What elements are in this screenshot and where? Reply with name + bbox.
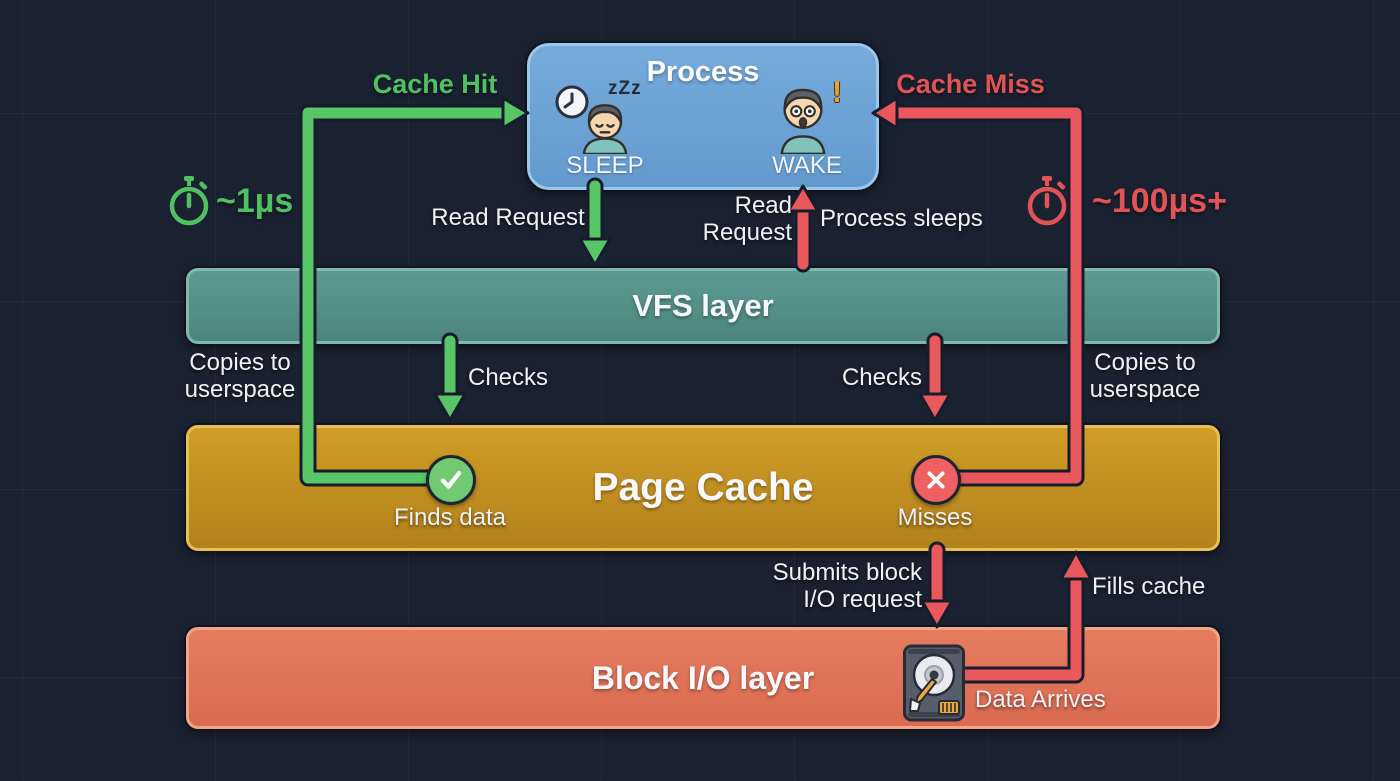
checks-miss-arrow: [918, 332, 952, 422]
hit-latency: ~1µs: [216, 182, 294, 220]
stopwatch-red-icon: [1027, 176, 1067, 226]
process-box: Process zZz SLEEP !: [527, 43, 879, 190]
clock-icon: [555, 85, 589, 119]
green-checks-arrowhead-icon: [433, 392, 467, 422]
checks-hit-label: Checks: [468, 364, 549, 391]
cache-miss-cross-icon: [911, 455, 961, 505]
wake-figure: ! WAKE: [752, 76, 862, 180]
checks-hit-arrow: [433, 332, 467, 422]
sleep-label: SLEEP: [566, 152, 644, 179]
misses-label: Misses: [897, 504, 973, 531]
red-checks-arrowhead-icon: [918, 392, 952, 422]
page-cache-bar: Page Cache: [186, 425, 1220, 551]
x-mark-icon: [927, 471, 945, 489]
cache-miss-label: Cache Miss: [896, 69, 1045, 99]
process-title: Process: [646, 56, 760, 88]
cache-hit-check-icon: [426, 455, 476, 505]
copies-userspace-left-label: Copies to userspace: [184, 349, 296, 403]
exclamation-icon: !: [832, 76, 842, 109]
cache-hit-label: Cache Hit: [372, 69, 498, 99]
wake-label: WAKE: [772, 152, 842, 179]
vfs-layer-bar: VFS layer: [186, 268, 1220, 344]
miss-latency: ~100µs+: [1092, 182, 1227, 220]
green-down-arrowhead-icon: [578, 237, 612, 267]
data-arrives-label: Data Arrives: [975, 686, 1106, 713]
sleeping-person-icon: [582, 104, 628, 154]
read-request-up-label: Read Request: [702, 192, 792, 246]
vfs-layer-title: VFS layer: [632, 288, 774, 323]
read-request-up-arrow: [786, 184, 820, 273]
finds-data-label: Finds data: [393, 504, 507, 531]
hard-disk-icon: [903, 644, 965, 722]
checks-miss-label: Checks: [841, 364, 922, 391]
zzz-icon: zZz: [608, 78, 642, 99]
process-sleeps-label: Process sleeps: [820, 205, 983, 232]
checkmark-icon: [440, 471, 462, 489]
fills-cache-arrowhead-icon: [1059, 550, 1093, 581]
copies-userspace-right-label: Copies to userspace: [1089, 349, 1201, 403]
cache-hit-arrowhead-icon: [501, 96, 530, 130]
waking-person-icon: [780, 88, 826, 154]
sleep-figure: zZz SLEEP: [550, 78, 660, 180]
stopwatch-green-icon: [169, 176, 209, 226]
submits-block-io-arrow: [920, 541, 954, 629]
read-request-down-label: Read Request: [431, 204, 585, 231]
submits-block-io-label: Submits block I/O request: [772, 559, 922, 613]
block-io-title: Block I/O layer: [591, 659, 815, 696]
submits-arrowhead-icon: [920, 599, 954, 629]
fills-cache-label: Fills cache: [1092, 573, 1206, 600]
page-cache-title: Page Cache: [592, 466, 814, 509]
